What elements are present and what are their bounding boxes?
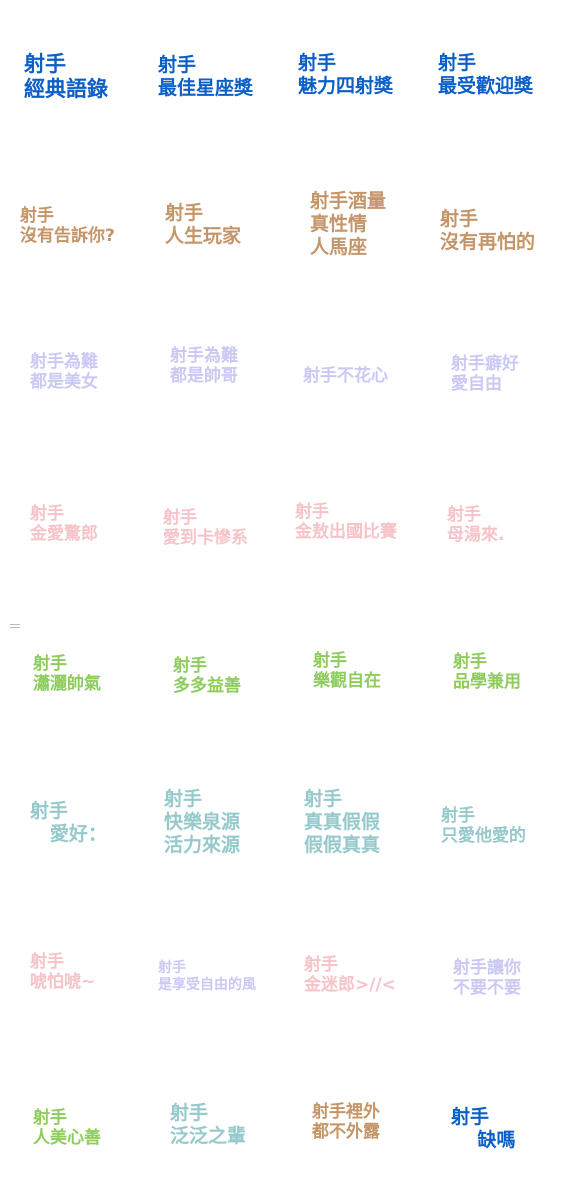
sticker-inside-out[interactable]: 射手裡外 都不外露 bbox=[312, 1102, 380, 1143]
sticker-pretty-girls[interactable]: 射手為難 都是美女 bbox=[30, 352, 98, 393]
sticker-optimistic[interactable]: 射手 樂觀自在 bbox=[313, 651, 381, 692]
sticker-bluffing[interactable]: 射手 唬怕唬~ bbox=[30, 952, 96, 993]
small-divider-mark bbox=[10, 624, 20, 628]
sticker-dont-do-it[interactable]: 射手 母湯來. bbox=[447, 505, 505, 546]
sticker-drinking-capacity[interactable]: 射手酒量 真性情 人馬座 bbox=[310, 190, 387, 258]
sticker-most-popular-award[interactable]: 射手 最受歡迎獎 bbox=[438, 52, 534, 97]
sticker-the-more-the-better[interactable]: 射手 多多益善 bbox=[173, 656, 241, 697]
sticker-not-fickle[interactable]: 射手不花心 bbox=[303, 366, 388, 386]
sticker-good-student[interactable]: 射手 品學兼用 bbox=[453, 652, 521, 693]
sticker-loves-what-they-love[interactable]: 射手 只愛他愛的 bbox=[441, 806, 526, 847]
sticker-missing[interactable]: 射手 缺嗎 bbox=[451, 1106, 516, 1151]
sticker-source-of-joy[interactable]: 射手 快樂泉源 活力來源 bbox=[164, 788, 241, 856]
sticker-loves-freedom[interactable]: 射手癖好 愛自由 bbox=[451, 354, 519, 395]
sticker-makes-you-say-no[interactable]: 射手讓你 不要不要 bbox=[453, 958, 521, 999]
sticker-loves-you[interactable]: 射手 金愛驚郎 bbox=[30, 504, 98, 545]
sticker-hobbies[interactable]: 射手 愛好： bbox=[30, 800, 107, 845]
sticker-best-zodiac-award[interactable]: 射手 最佳星座獎 bbox=[158, 54, 254, 99]
sticker-charming-guy[interactable]: 射手 金迷郎>//< bbox=[304, 955, 396, 996]
sticker-didnt-tell-you[interactable]: 射手 沒有告訴你? bbox=[20, 206, 115, 247]
sticker-no-fear[interactable]: 射手 沒有再怕的 bbox=[440, 208, 536, 253]
sticker-compete-abroad[interactable]: 射手 金敖出國比賽 bbox=[295, 502, 397, 543]
sticker-ordinary[interactable]: 射手 泛泛之輩 bbox=[170, 1102, 247, 1147]
sticker-handsome-guys[interactable]: 射手為難 都是帥哥 bbox=[170, 346, 238, 387]
sticker-suave[interactable]: 射手 瀟灑帥氣 bbox=[33, 654, 101, 695]
sticker-life-player[interactable]: 射手 人生玩家 bbox=[165, 202, 242, 247]
sticker-real-and-fake[interactable]: 射手 真真假假 假假真真 bbox=[304, 788, 381, 856]
sticker-classic-quotes[interactable]: 射手 經典語錄 bbox=[24, 52, 108, 102]
sticker-deeply-in-love[interactable]: 射手 愛到卡慘系 bbox=[163, 508, 248, 549]
sticker-kind-and-pretty[interactable]: 射手 人美心善 bbox=[33, 1108, 101, 1149]
sticker-free-wind[interactable]: 射手 是享受自由的風 bbox=[158, 960, 256, 993]
sticker-charm-award[interactable]: 射手 魅力四射獎 bbox=[298, 52, 394, 97]
